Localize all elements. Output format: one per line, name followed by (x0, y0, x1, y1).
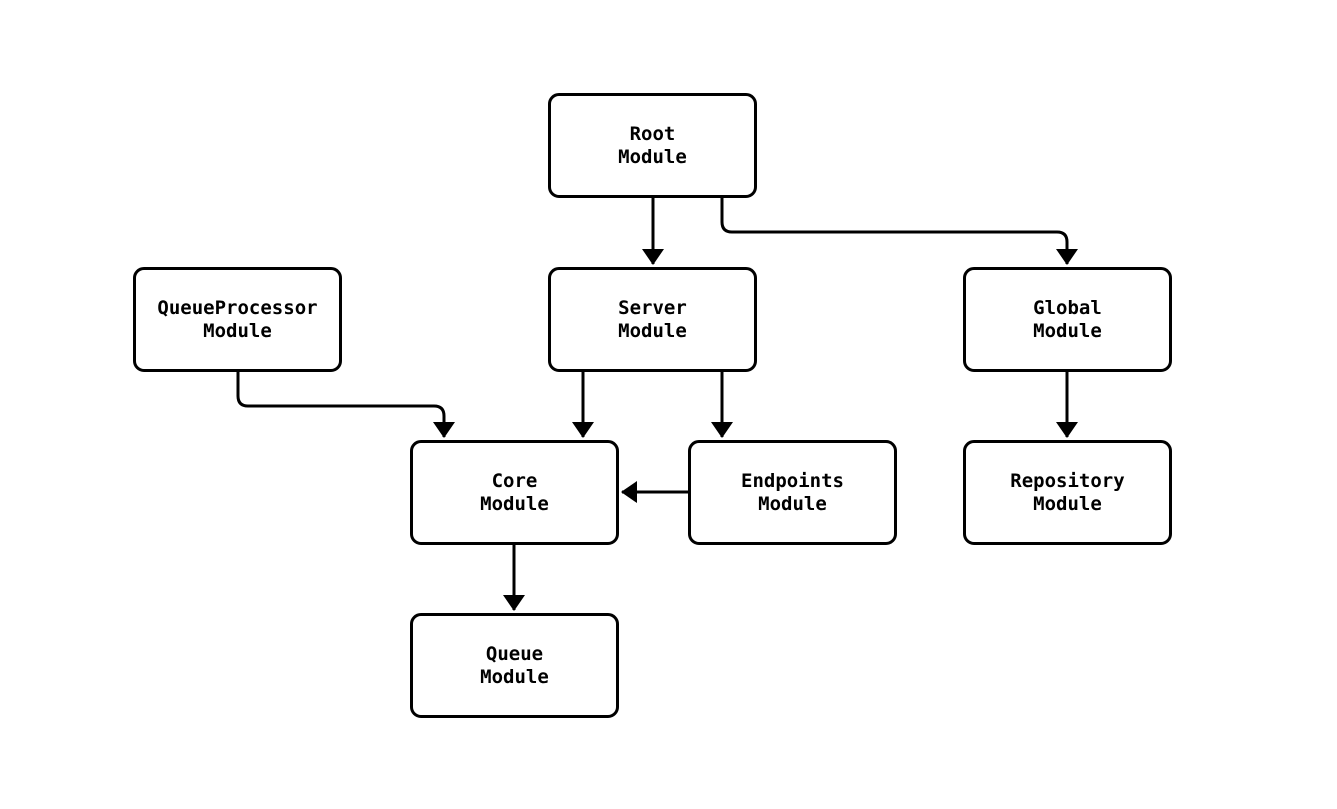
node-label-line: Module (1033, 319, 1102, 342)
node-label-line: Queue (485, 642, 544, 665)
node-label-line: Server (618, 296, 687, 319)
node-label-line: Repository (1010, 469, 1125, 492)
node-label-line: QueueProcessor (157, 296, 318, 319)
node-label-line: Module (618, 145, 687, 168)
edge-queueprocessor-module-to-core-module (236, 372, 455, 438)
node-label-line: Endpoints (741, 469, 844, 492)
node-label-line: Module (480, 492, 549, 515)
edge-root-module-to-global-module (720, 198, 1078, 265)
node-label-line: Module (758, 492, 827, 515)
node-label-line: Root (629, 122, 676, 145)
node-label-line: Module (203, 319, 272, 342)
node-label-line: Module (1033, 492, 1102, 515)
node-label-line: Global (1033, 296, 1102, 319)
node-label-line: Module (618, 319, 687, 342)
node-label-line: Core (491, 469, 538, 492)
edge-group (236, 198, 1078, 611)
node-label-line: Module (480, 665, 549, 688)
